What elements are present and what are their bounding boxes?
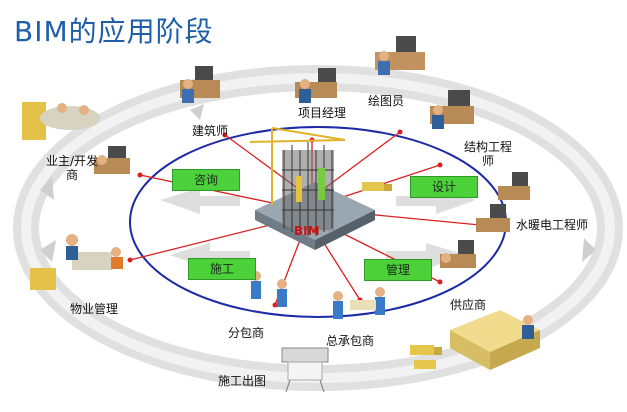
plotter-icon bbox=[281, 347, 329, 393]
label-supplier: 供应商 bbox=[450, 298, 487, 312]
page-title: BIM的应用阶段 bbox=[14, 15, 214, 48]
crane-icon bbox=[249, 127, 346, 205]
ring-arrow-icon bbox=[40, 176, 54, 200]
architect-desk-icon bbox=[180, 66, 220, 103]
ring-arrow-icon bbox=[582, 238, 596, 262]
structural-engineer-desk-icon bbox=[430, 90, 474, 129]
workstations bbox=[22, 36, 540, 393]
label-drafter: 绘图员 bbox=[368, 94, 405, 108]
stage-management: 管理 bbox=[364, 259, 432, 281]
building-icon bbox=[255, 142, 375, 250]
stage-consult: 咨询 bbox=[172, 169, 240, 191]
label-owner: 业主/开发商 bbox=[45, 154, 99, 182]
project-manager-desk-icon bbox=[295, 68, 337, 103]
label-mep-engineer: 水暖电工程师 bbox=[515, 218, 588, 232]
stage-construction: 施工 bbox=[188, 258, 256, 280]
supplier-desk-icon bbox=[440, 240, 476, 268]
owner-office-icon bbox=[22, 102, 130, 174]
label-property-management: 物业管理 bbox=[70, 302, 119, 316]
label-project-manager: 项目经理 bbox=[297, 106, 346, 120]
stage-design: 设计 bbox=[410, 176, 478, 198]
mep-engineer-desk-icon bbox=[476, 172, 530, 232]
drafter-desk-icon bbox=[375, 36, 425, 75]
warehouse-icon bbox=[450, 310, 540, 370]
ring-arrow-icon bbox=[40, 240, 56, 262]
label-structural-engineer: 结构工程师 bbox=[463, 140, 512, 168]
ring-arrow-icon bbox=[190, 104, 204, 120]
person-icon bbox=[522, 315, 534, 339]
label-subcontractor: 分包商 bbox=[228, 326, 265, 340]
center-bim-label: BIM bbox=[294, 224, 320, 238]
truck-icon bbox=[410, 345, 442, 369]
label-general-contractor: 总承包商 bbox=[326, 334, 375, 348]
property-management-icon bbox=[30, 234, 123, 290]
truck-icon bbox=[362, 182, 392, 191]
label-architect: 建筑师 bbox=[192, 124, 229, 138]
label-construction-drawing: 施工出图 bbox=[218, 374, 267, 388]
